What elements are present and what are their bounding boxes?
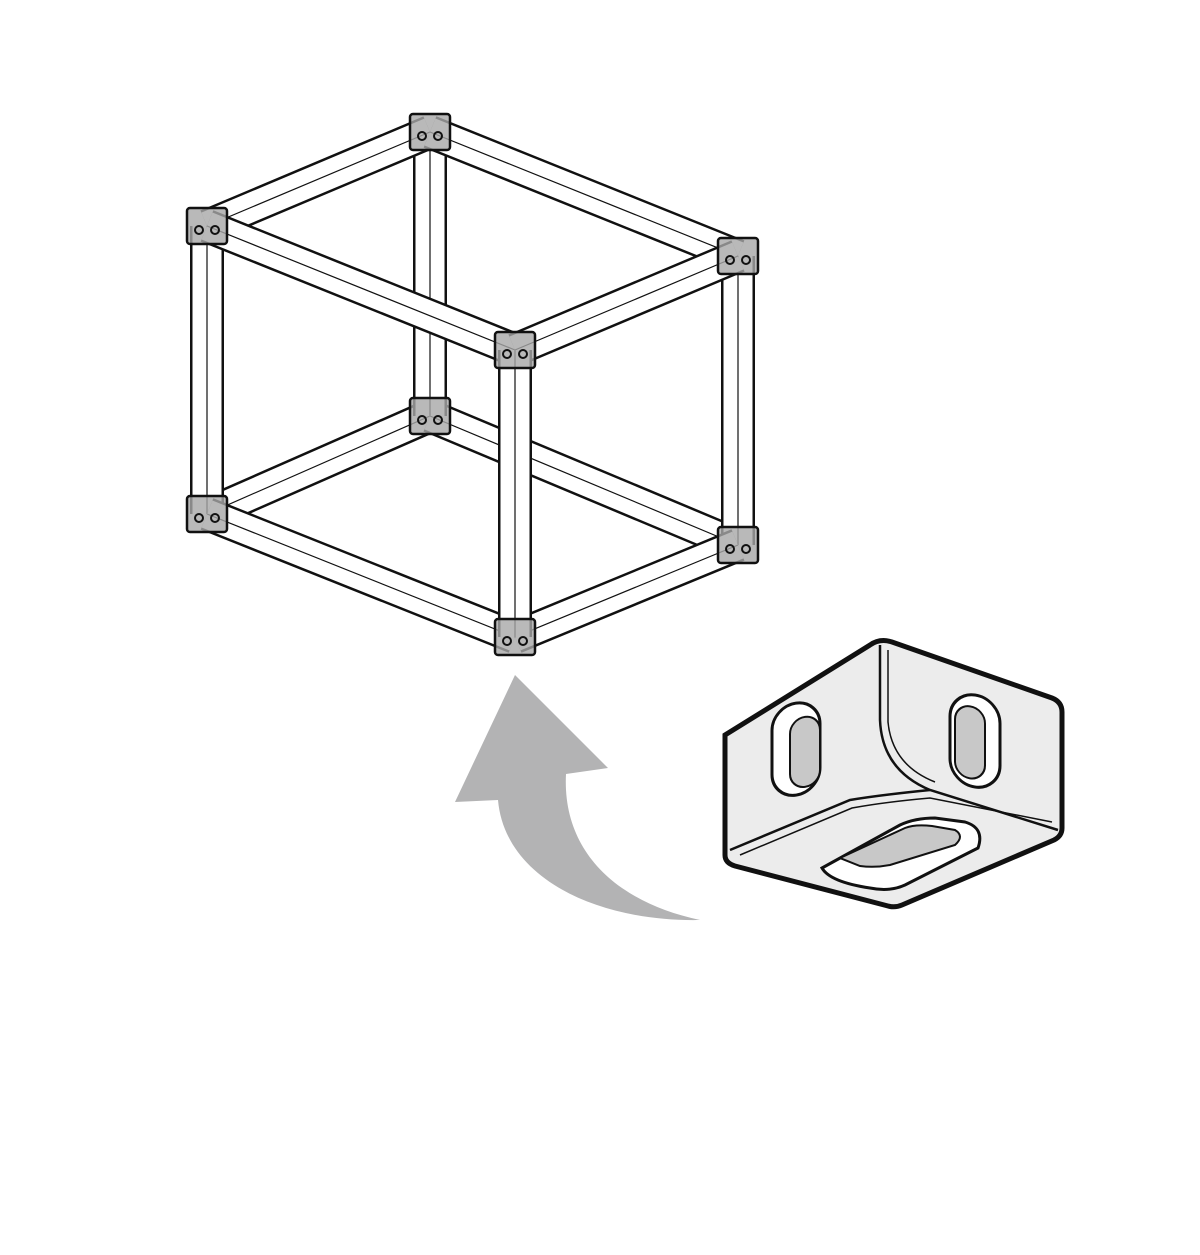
connector-hole — [433, 131, 443, 141]
frame-corner-connector — [408, 396, 452, 436]
frame-corner-connector — [493, 617, 537, 657]
corner-connector-detail — [722, 638, 1065, 910]
connector-hole — [194, 225, 204, 235]
connector-hole — [725, 255, 735, 265]
frame-bar-edge — [514, 255, 739, 351]
connector-hole — [417, 131, 427, 141]
connector-hole — [518, 349, 528, 359]
connector-hole — [741, 544, 751, 554]
connector-slot-right — [948, 693, 1002, 789]
connector-hole — [210, 225, 220, 235]
connector-hole — [210, 513, 220, 523]
frame-corner-connector — [185, 206, 229, 246]
cube-frame — [190, 116, 755, 653]
frame-bar-edge — [206, 415, 431, 515]
frame-bar-edge — [429, 415, 739, 546]
frame-corner-connector — [408, 112, 452, 152]
connector-hole — [725, 544, 735, 554]
connector-hole — [502, 636, 512, 646]
connector-hole — [417, 415, 427, 425]
frame-bar-edge — [206, 225, 516, 351]
frame-corner-connector — [716, 236, 760, 276]
connector-hole — [194, 513, 204, 523]
corner-connectors-on-frame — [185, 112, 760, 657]
connector-hole — [502, 349, 512, 359]
curved-arrow-icon — [455, 675, 700, 921]
frame-corner-connector — [716, 525, 760, 565]
connector-hole — [433, 415, 443, 425]
connector-slot-left — [770, 701, 822, 797]
connector-hole — [518, 636, 528, 646]
frame-bar-edge — [206, 513, 516, 638]
frame-bar-edge — [206, 131, 431, 227]
frame-bar-edge — [429, 131, 739, 257]
connector-slot-bottom — [819, 816, 982, 891]
frame-corner-connector — [185, 494, 229, 534]
frame-corner-connector — [493, 330, 537, 370]
connector-hole — [741, 255, 751, 265]
frame-bar-edge — [514, 544, 739, 638]
